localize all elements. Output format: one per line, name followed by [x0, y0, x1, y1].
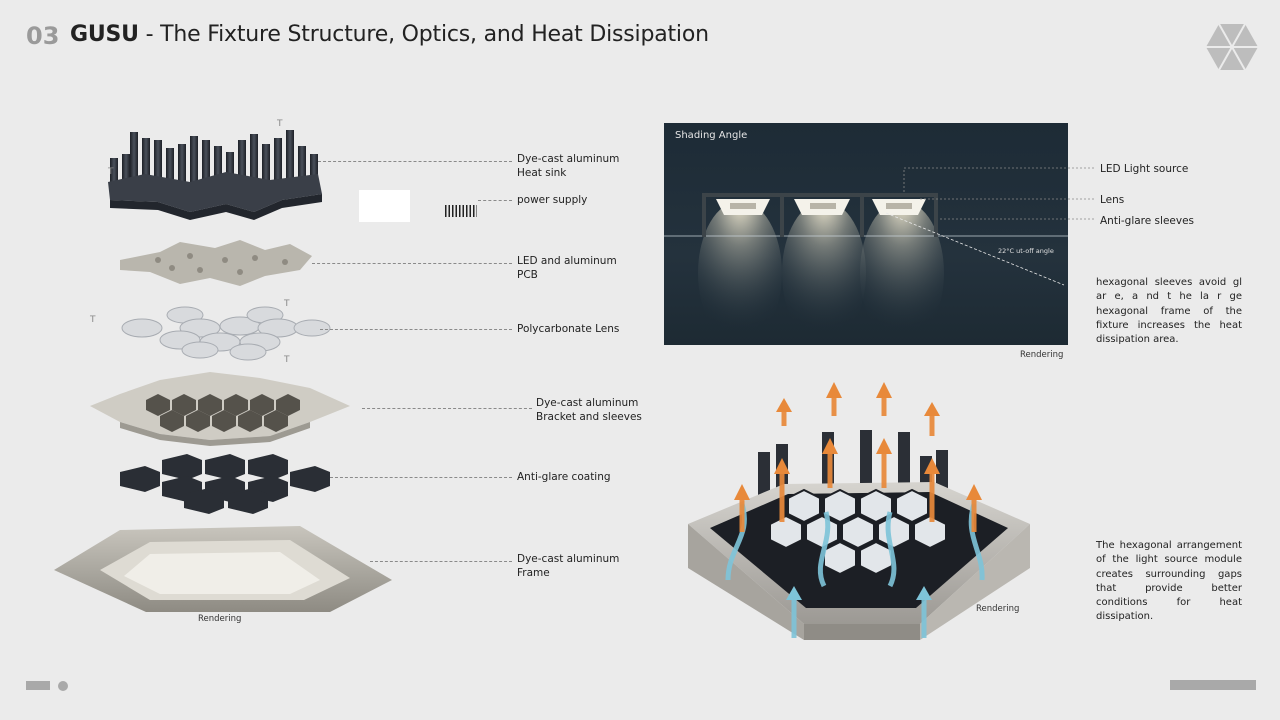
- shading-angle-image: Shading Angle 22°C ut-off angle: [664, 123, 1068, 345]
- bracket-sleeves: [90, 372, 350, 446]
- label-bracket: Dye-cast aluminum Bracket and sleeves: [536, 397, 642, 423]
- leader-pcb: [312, 263, 512, 264]
- heat-sink: T T: [107, 119, 322, 220]
- leader-bracket: [362, 408, 532, 409]
- label-frame: Dye-cast aluminum Frame: [517, 553, 620, 579]
- aluminum-frame: [54, 526, 392, 612]
- caption-heat-render: Rendering: [976, 604, 1020, 614]
- brand-name: GUSU: [70, 22, 139, 47]
- label-coating: Anti-glare coating: [517, 471, 611, 483]
- svg-text:T: T: [107, 167, 114, 177]
- label-heatsink: Dye-cast aluminum Heat sink: [517, 153, 620, 179]
- label-led-source: LED Light source: [1100, 163, 1189, 175]
- label-anti-glare: Anti-glare sleeves: [1100, 215, 1195, 227]
- leader-lens: [320, 329, 512, 330]
- caption-exploded: Rendering: [198, 614, 242, 624]
- svg-text:T: T: [283, 355, 290, 365]
- svg-text:T: T: [89, 315, 96, 325]
- label-lens: Polycarbonate Lens: [517, 323, 620, 335]
- svg-text:T: T: [276, 119, 283, 129]
- barcode-icon: [445, 205, 477, 217]
- leader-heatsink: [318, 161, 512, 162]
- leader-coating: [330, 477, 512, 478]
- cutoff-angle-label: 22°C ut-off angle: [998, 247, 1054, 255]
- polycarbonate-lens: [121, 306, 331, 361]
- label-power-supply: power supply: [517, 194, 588, 206]
- footer-bar: [1170, 680, 1256, 690]
- anti-glare-coating: [120, 454, 330, 514]
- arrangement-description: The hexagonal arrangement of the light s…: [1096, 540, 1242, 623]
- power-supply: [359, 190, 410, 222]
- sleeves-description: hexagonal sleeves avoid gl ar e, a nd t …: [1096, 277, 1242, 346]
- page-title: GUSU - The Fixture Structure, Optics, an…: [70, 22, 709, 47]
- label-lens-shading: Lens: [1100, 194, 1125, 206]
- hexagon-logo-icon: [1206, 23, 1258, 71]
- footer-page-indicator: [26, 681, 50, 690]
- label-pcb: LED and aluminum PCB: [517, 255, 617, 281]
- caption-shading: Rendering: [1020, 350, 1064, 360]
- shading-leaders: [903, 167, 1096, 220]
- led-pcb: [120, 240, 312, 286]
- shading-diagram: [664, 193, 1068, 345]
- svg-text:T: T: [283, 299, 290, 309]
- shading-title: Shading Angle: [675, 130, 748, 141]
- exploded-view: T T T T T: [54, 119, 410, 612]
- leader-power: [478, 200, 512, 201]
- section-number: 03: [26, 22, 60, 50]
- footer-dot: [58, 681, 68, 691]
- title-text: - The Fixture Structure, Optics, and Hea…: [138, 22, 709, 47]
- heat-dissipation-render: [688, 382, 1030, 640]
- leader-frame: [370, 561, 512, 562]
